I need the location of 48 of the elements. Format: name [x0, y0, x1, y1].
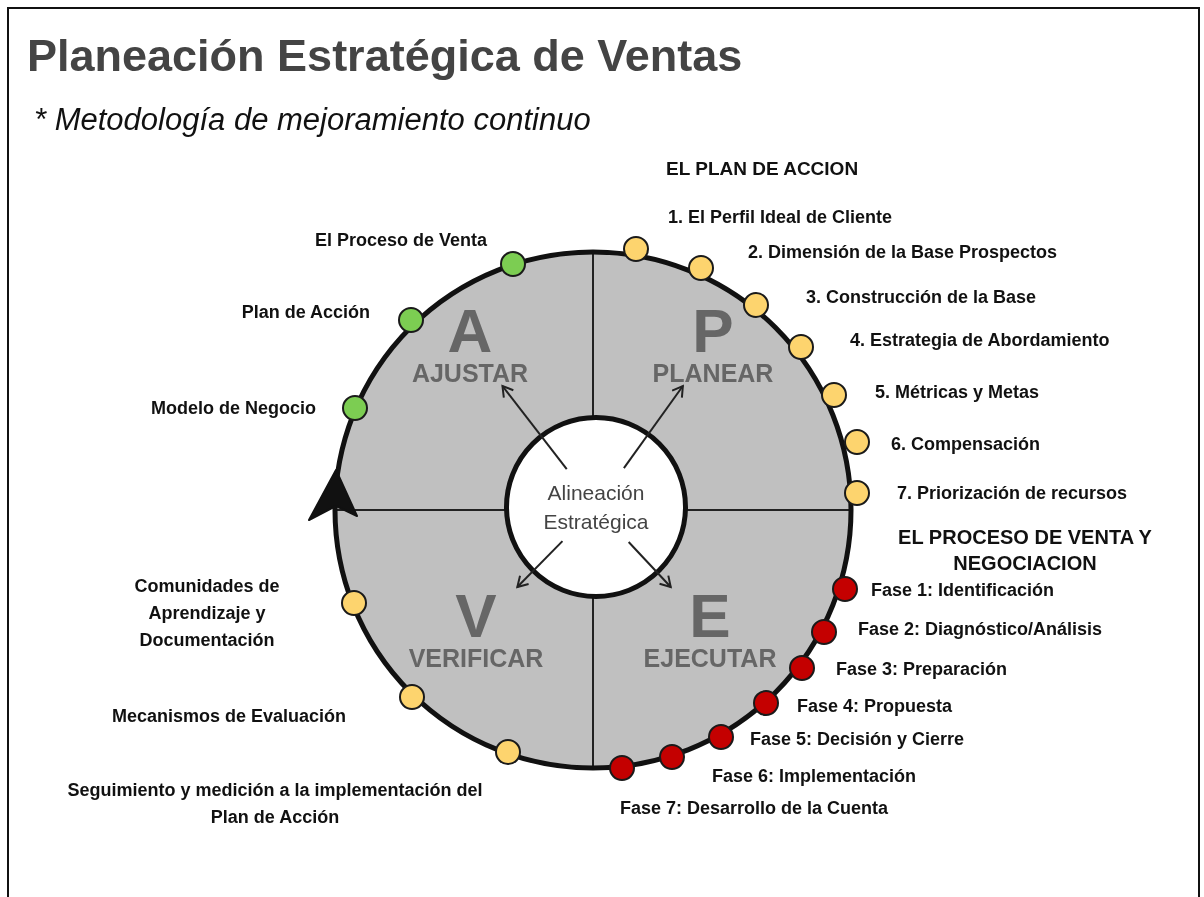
dot-marker — [340, 589, 367, 616]
step-label: Fase 4: Propuesta — [797, 697, 953, 715]
arrow — [516, 540, 564, 588]
dot-marker — [687, 254, 714, 281]
step-label: 6. Compensación — [891, 435, 1041, 453]
quadrant-title: AJUSTAR — [411, 360, 529, 386]
dot-marker — [742, 291, 769, 318]
step-label: Fase 6: Implementación — [712, 767, 917, 785]
step-label: 5. Métricas y Metas — [875, 383, 1040, 401]
dot-marker — [397, 306, 424, 333]
quadrant-title: PLANEAR — [652, 360, 774, 386]
step-label: Plan de Acción — [241, 303, 370, 321]
dot-marker — [787, 333, 814, 360]
quadrant-letter: A — [447, 302, 493, 360]
arrow — [627, 540, 672, 588]
step-label: Fase 5: Decisión y Cierre — [750, 730, 965, 748]
quadrant-letter: V — [455, 587, 497, 645]
step-label: 1. El Perfil Ideal de Cliente — [668, 208, 893, 226]
step-label: Mecanismos de Evaluación — [111, 707, 346, 725]
step-label: El Proceso de Venta — [314, 231, 487, 249]
dot-marker — [341, 394, 368, 421]
step-label: Fase 2: Diagnóstico/Análisis — [858, 620, 1103, 638]
step-label: 4. Estrategia de Abordamiento — [850, 331, 1110, 349]
dot-marker — [820, 381, 847, 408]
quadrant-letter: P — [692, 302, 734, 360]
dot-marker — [843, 428, 870, 455]
arrow — [501, 385, 568, 471]
subtitle: * Metodología de mejoramiento continuo — [34, 104, 591, 135]
section-heading: EL PROCESO DE VENTA Y NEGOCIACION — [897, 525, 1153, 576]
dot-marker — [622, 235, 649, 262]
step-label: Comunidades de Aprendizaje y Documentación — [133, 575, 281, 652]
step-label: Fase 1: Identificación — [871, 581, 1055, 599]
quadrant-title: VERIFICAR — [408, 645, 544, 671]
step-label: 7. Priorización de recursos — [897, 484, 1128, 502]
step-label: Modelo de Negocio — [151, 399, 316, 417]
quadrant-title: EJECUTAR — [643, 645, 777, 671]
diagram-title: Planeación Estratégica de Ventas — [27, 30, 743, 82]
dot-marker — [398, 683, 425, 710]
step-label: Seguimiento y medición a la implementación del Plan de Acción — [66, 779, 484, 829]
section-heading: EL PLAN DE ACCION — [666, 159, 859, 178]
step-label: 3. Construcción de la Base — [806, 288, 1037, 306]
step-label: Fase 7: Desarrollo de la Cuenta — [620, 799, 889, 817]
dot-marker — [499, 250, 526, 277]
center-text: Alineación Estratégica — [542, 480, 650, 535]
step-label: 2. Dimensión de la Base Prospectos — [748, 243, 1058, 261]
step-label: Fase 3: Preparación — [836, 660, 1008, 678]
arrow — [622, 385, 684, 470]
quadrant-letter: E — [689, 587, 731, 645]
